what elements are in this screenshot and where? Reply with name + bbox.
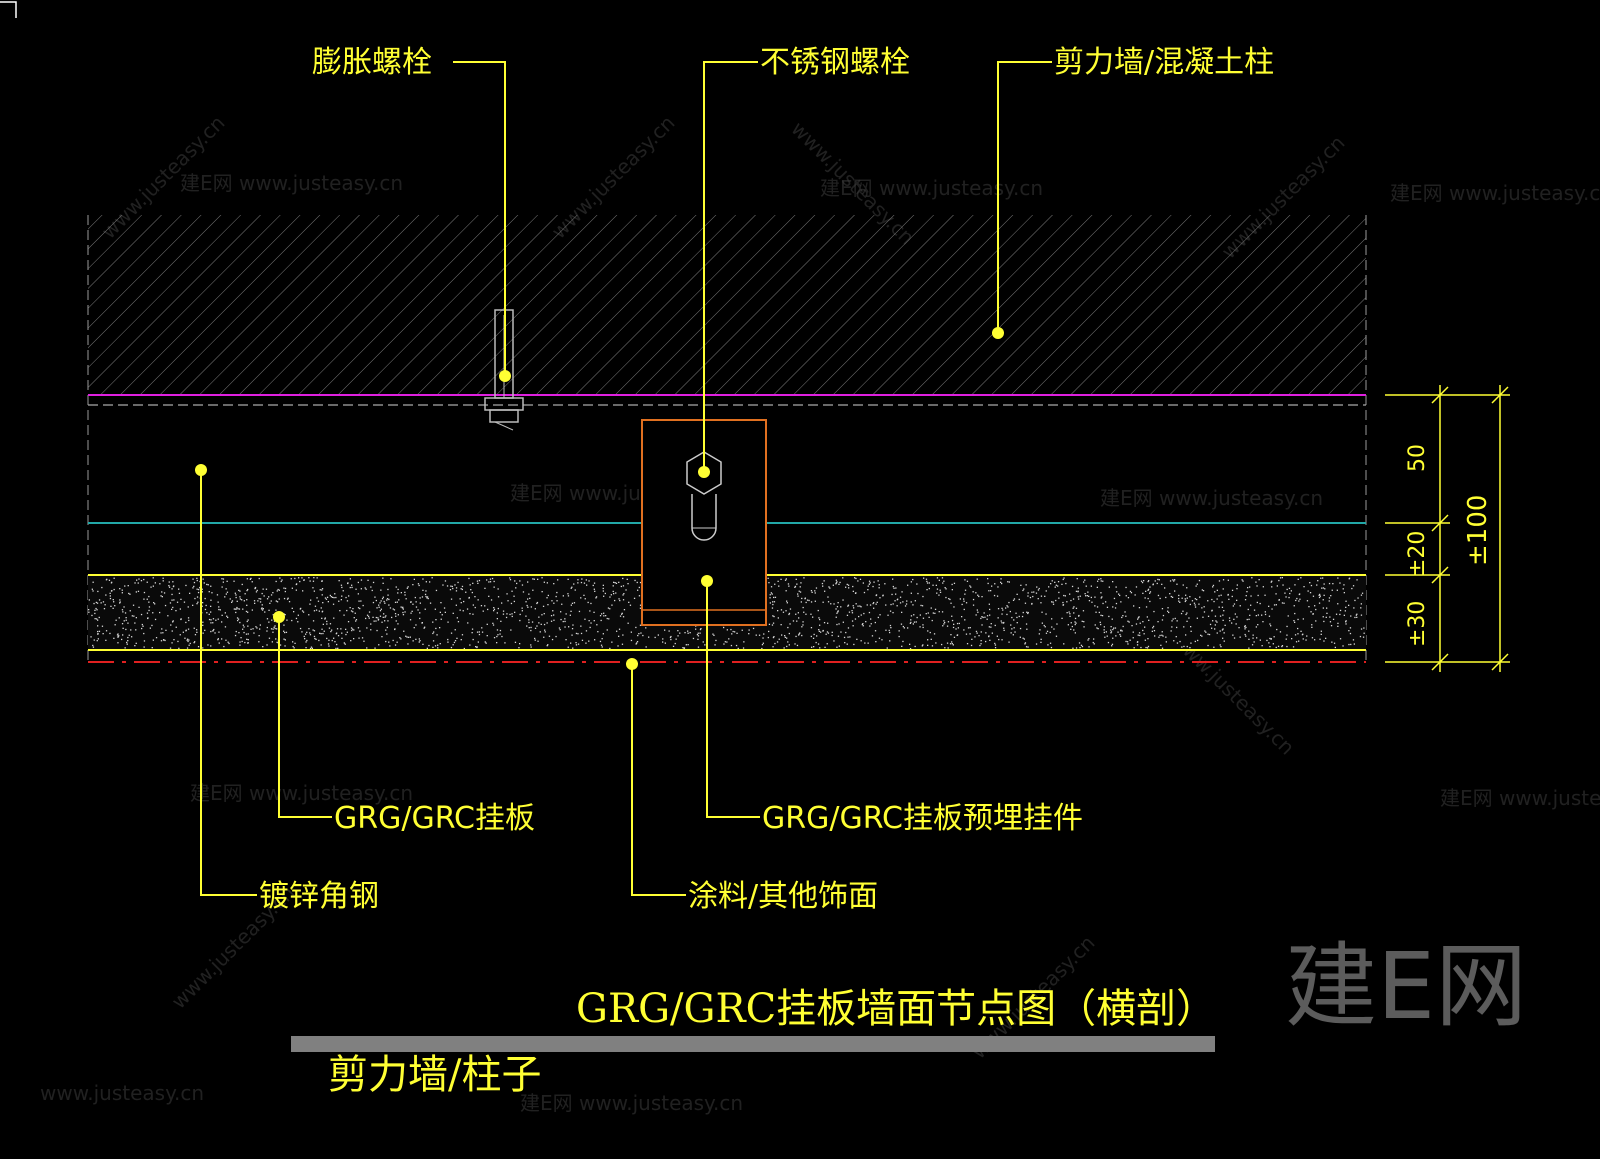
watermark-text: 建E网 www.justeasy.cn xyxy=(180,171,403,195)
leader-angle-steel xyxy=(200,470,257,896)
leader-dot xyxy=(273,611,285,623)
corner-mark xyxy=(0,1,17,18)
watermark-text: 建E网 www.justeasy.cn xyxy=(190,781,413,805)
leader-dot xyxy=(992,327,1004,339)
drawing-subtitle: 剪力墙/柱子 xyxy=(328,1052,541,1098)
leader-coating xyxy=(631,664,686,896)
label-stainless-bolt: 不锈钢螺栓 xyxy=(760,45,910,80)
leader-shear-wall xyxy=(997,61,1052,333)
dim-30: ±30 xyxy=(1405,601,1430,647)
dim-100: ±100 xyxy=(1463,495,1493,566)
dimension-chain xyxy=(1385,385,1510,672)
leader-dot xyxy=(626,658,638,670)
watermark-text: 建E网 www.justeasy.cn xyxy=(1100,486,1323,510)
label-shear-wall: 剪力墙/混凝土柱 xyxy=(1054,45,1274,80)
watermark-text: 建E网 www.justeasy.cn xyxy=(820,176,1043,200)
leader-hanger xyxy=(706,581,760,818)
leader-expansion-bolt xyxy=(453,61,506,376)
drawing-title: GRG/GRC挂板墙面节点图（横剖） xyxy=(576,986,1216,1032)
leader-dot xyxy=(195,464,207,476)
dim-50: 50 xyxy=(1405,444,1430,472)
watermark-text: www.justeasy.cn xyxy=(40,1081,204,1105)
label-galvanized-angle: 镀锌角钢 xyxy=(259,879,379,914)
leader-dot xyxy=(701,575,713,587)
title-underline-bar xyxy=(291,1036,1215,1052)
shear-wall-hatch xyxy=(88,215,1366,395)
watermark-text: 建E网 www.justeasy.cn xyxy=(1390,181,1600,205)
leader-stainless-bolt xyxy=(703,61,758,472)
stainless-bolt xyxy=(686,451,722,541)
dim-20: ±20 xyxy=(1405,531,1430,577)
label-panel: GRG/GRC挂板 xyxy=(334,801,535,836)
leader-panel xyxy=(278,617,332,818)
leader-dot xyxy=(698,466,710,478)
watermark-logo: 建E网 xyxy=(1285,933,1527,1040)
watermark-text: 建E网 www.justeasy.cn xyxy=(1440,786,1600,810)
label-coating: 涂料/其他饰面 xyxy=(688,879,878,914)
label-expansion-bolt: 膨胀螺栓 xyxy=(312,45,432,80)
label-embedded-hanger: GRG/GRC挂板预埋挂件 xyxy=(762,801,1083,836)
watermark-text: 建E网 www.justeasy.cn xyxy=(520,1091,743,1115)
leader-dot xyxy=(499,370,511,382)
